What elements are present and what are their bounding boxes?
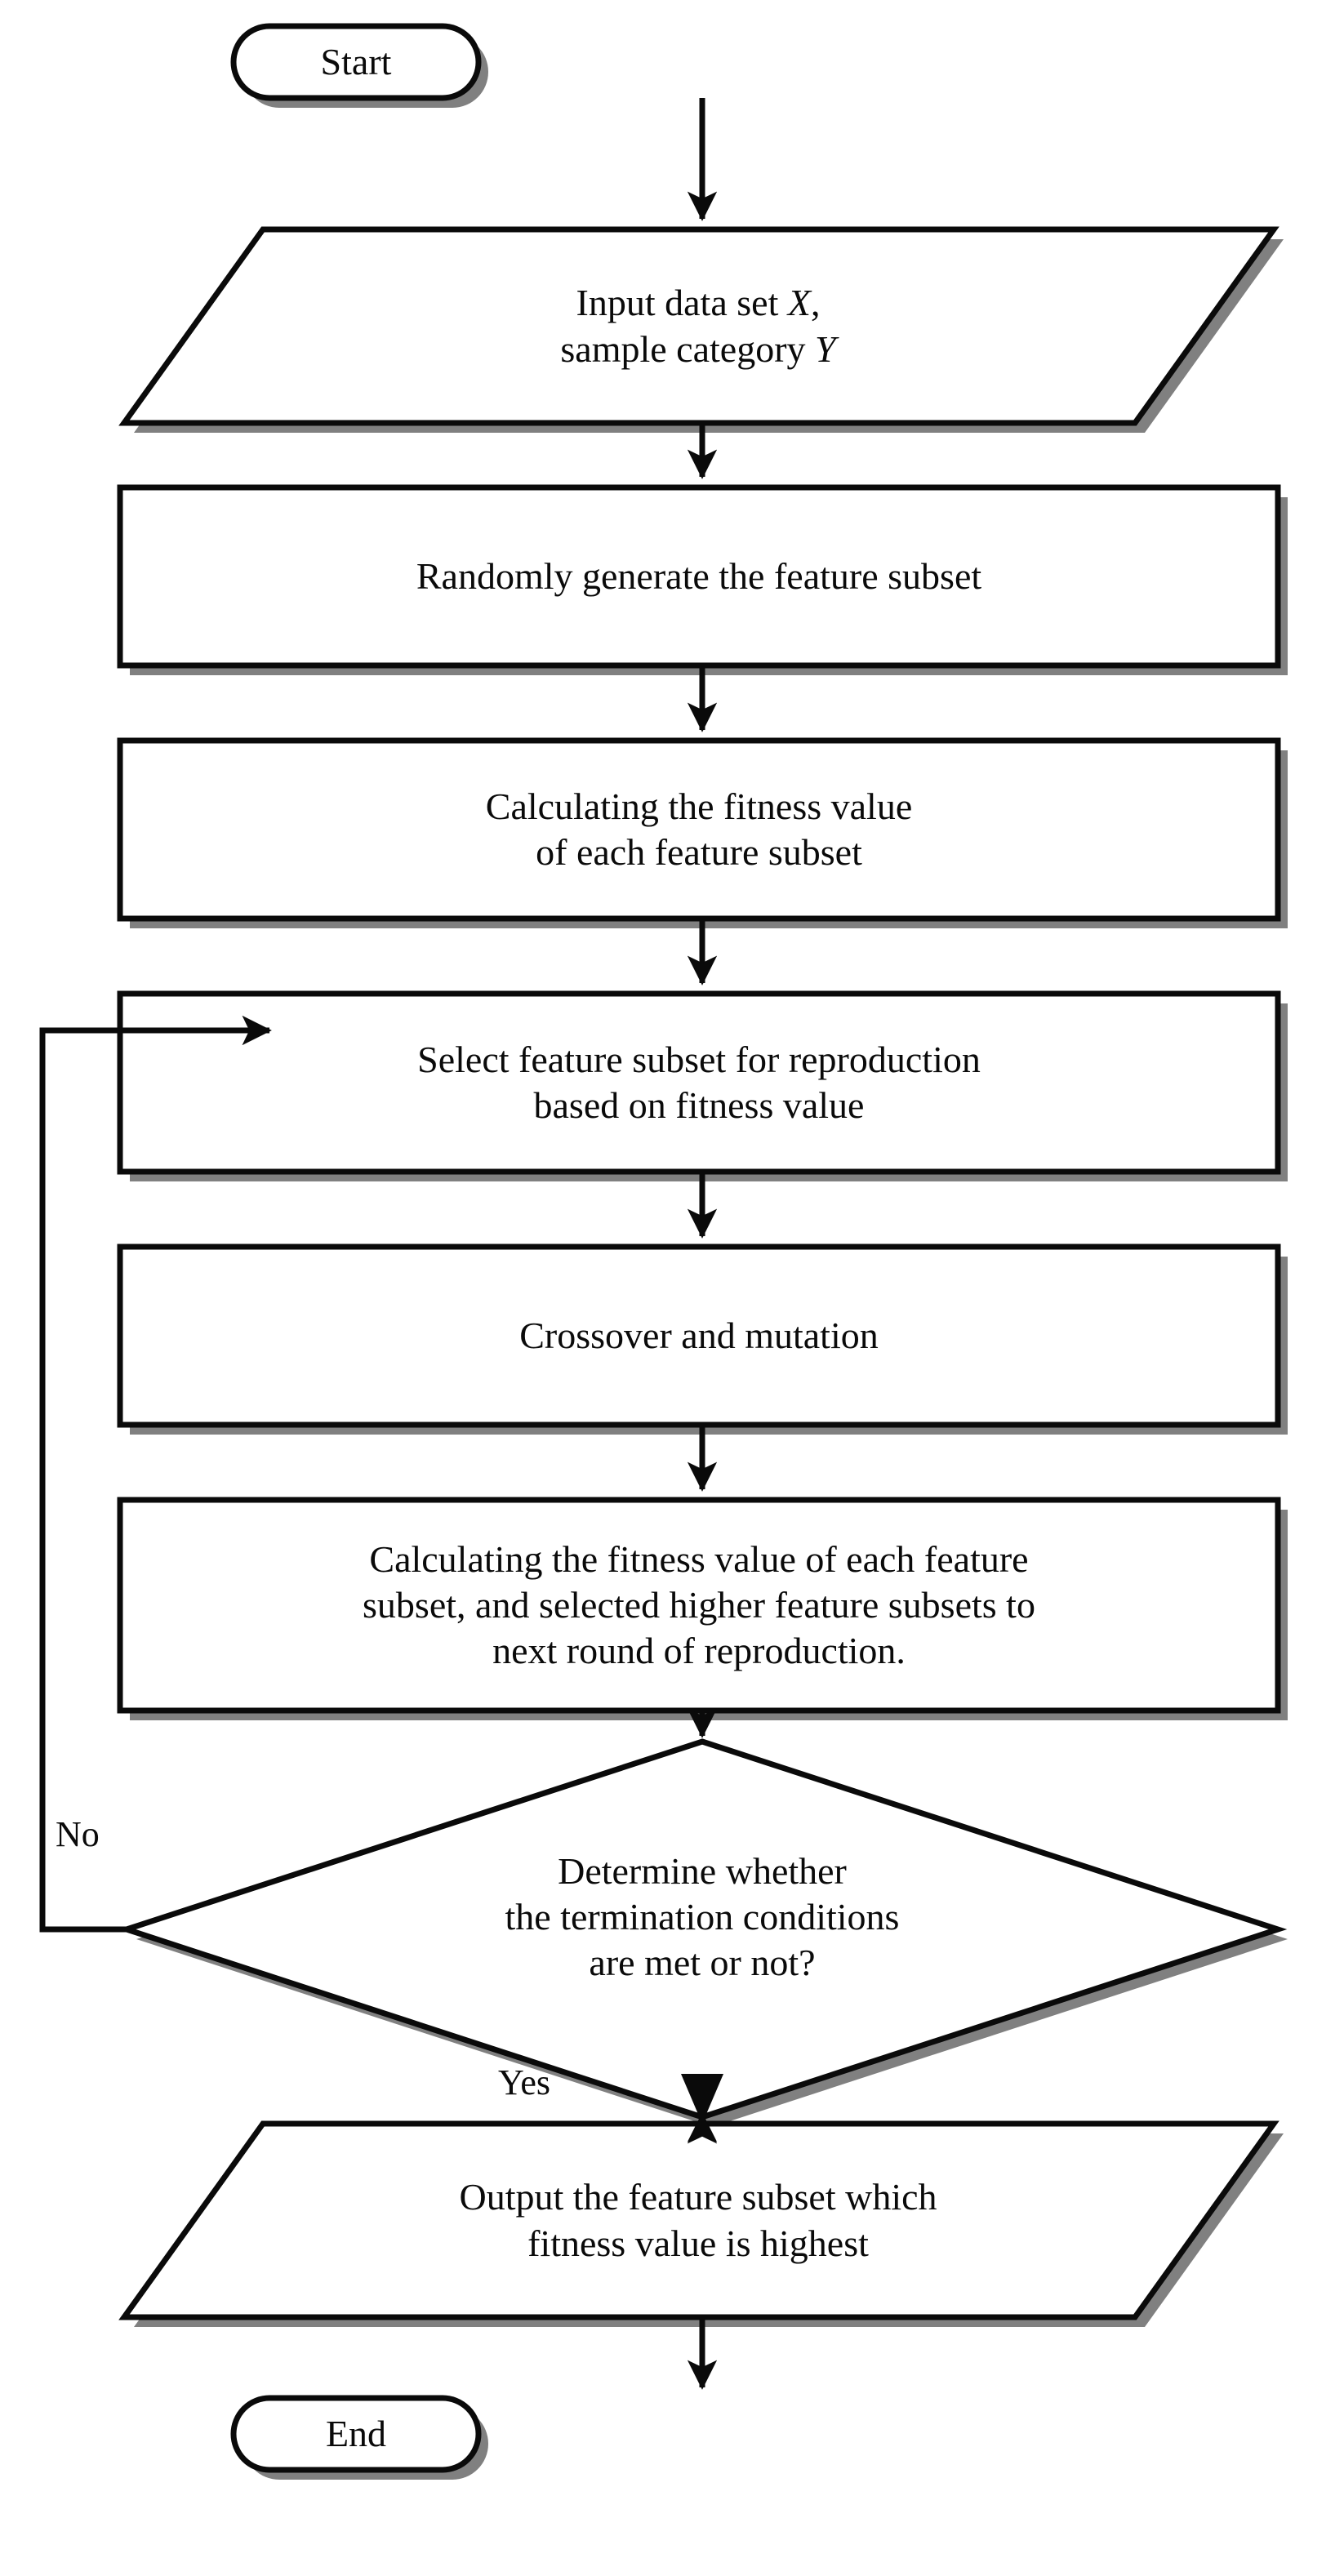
edge-no-feedback-loop [39,1015,272,1933]
node-output-shape [118,2120,1279,2320]
node-crossover-mutation-shape [117,1244,1281,1428]
connector-layer [39,98,718,2390]
shape-layer [117,23,1288,2473]
node-start-shape [230,23,482,101]
node-decision-termination-shape [117,1738,1288,2120]
node-random-generate-shape [117,484,1281,669]
node-calc-select-higher-shape [117,1497,1281,1714]
edge-label-no: No [56,1814,100,1854]
arrowhead-into-output [681,2074,723,2124]
node-select-reproduction-shape [117,990,1281,1175]
node-end-shape [230,2395,482,2473]
node-calc-fitness-shape [117,737,1281,922]
edge-label-yes: Yes [498,2062,551,2102]
node-input-shape [118,226,1279,426]
